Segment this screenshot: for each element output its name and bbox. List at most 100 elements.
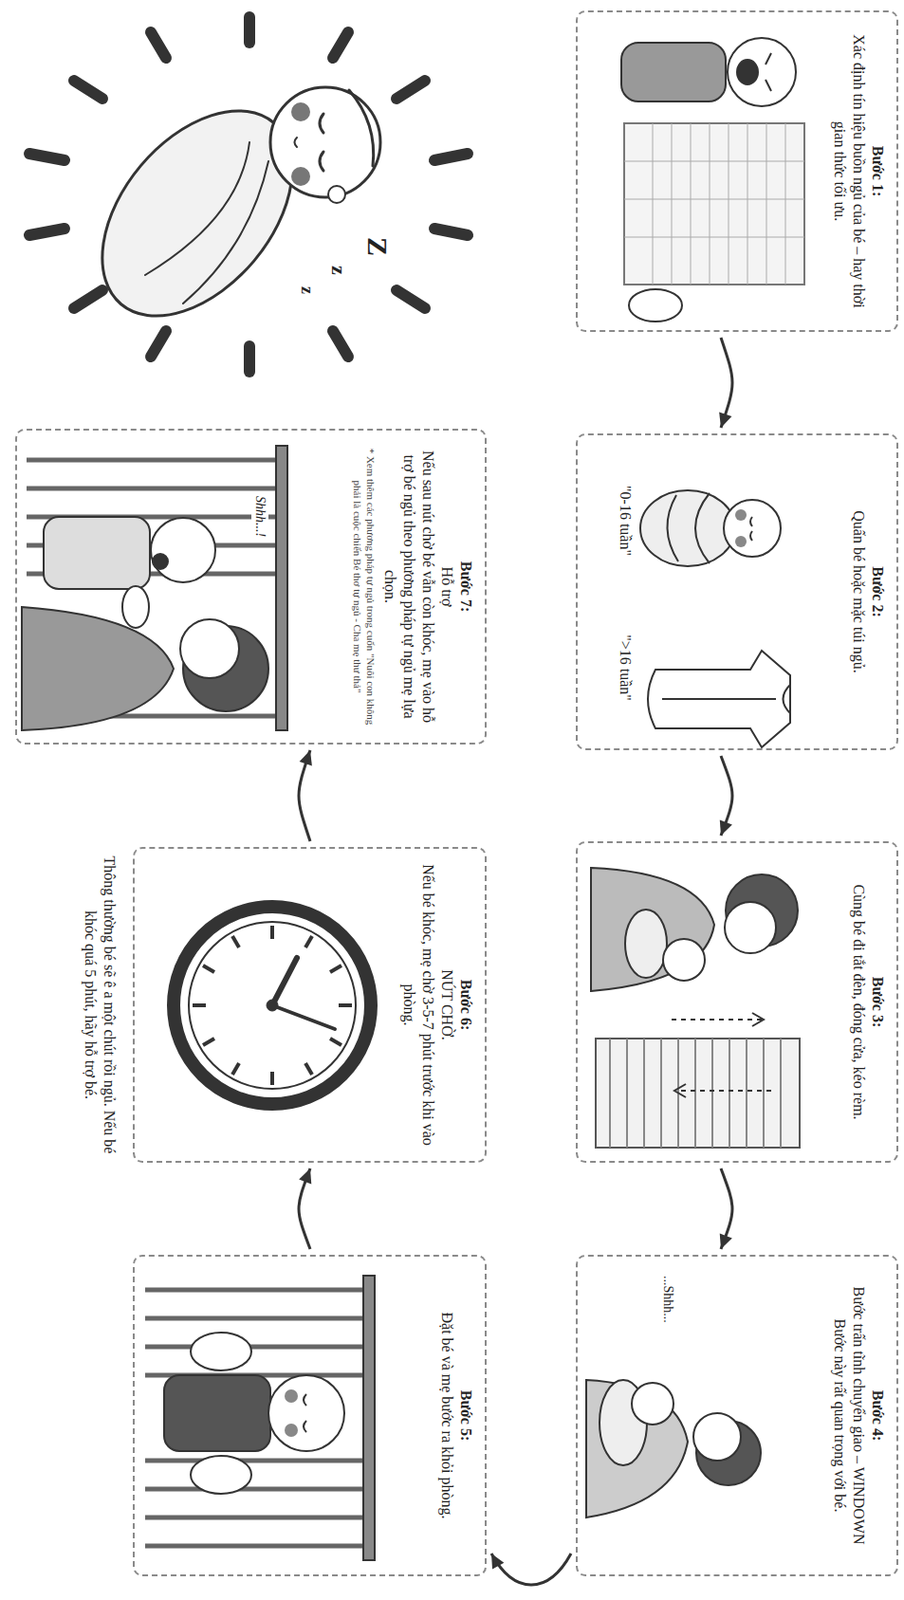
illustration-part: [145, 1458, 364, 1464]
illustration-part: [624, 161, 805, 163]
illustration-part: [150, 32, 167, 58]
sleep-z: z: [326, 265, 353, 276]
illustration-part: [270, 925, 275, 940]
footnote: * Xem thêm các phương pháp tự ngủ trong …: [350, 443, 378, 730]
illustration-part: [779, 1038, 782, 1148]
illustration-part: [150, 517, 216, 583]
illustration-part: [330, 965, 342, 973]
flow-arrow: [719, 337, 733, 428]
illustration-part: [150, 331, 167, 357]
illustration-part: [752, 1013, 764, 1027]
step-text: Hỗ trợ: [437, 443, 457, 730]
illustration-part: [396, 290, 425, 309]
illustration-part: [586, 1380, 688, 1518]
illustration-part: [291, 102, 311, 122]
calming-mother: [586, 1380, 761, 1518]
arrow-head: [719, 1233, 733, 1250]
illustration-part: [671, 123, 673, 285]
sleep-z: z: [296, 286, 319, 295]
illustration-part: [745, 1038, 748, 1148]
illustration-part: [183, 161, 269, 304]
illustration-part: [272, 1005, 335, 1030]
illustration-part: [666, 1018, 762, 1021]
illustration-part: [626, 1038, 628, 1148]
sound-label: Shhh...!: [252, 493, 270, 540]
flow-arrow: [491, 1553, 572, 1586]
step-title: Bước 7:: [456, 443, 476, 730]
illustration-part: [631, 1383, 674, 1425]
illustration-part: [145, 1345, 364, 1350]
illustration-part: [266, 999, 278, 1012]
illustration-part: [783, 684, 792, 714]
illustration-part: [305, 1063, 313, 1075]
illustration-part: [674, 1084, 686, 1098]
lights-and-blinds: [590, 867, 800, 1148]
illustration-part: [694, 1038, 697, 1148]
illustration-part: [628, 289, 683, 322]
illustration-part: [145, 1515, 364, 1521]
step-box: Bước 4:Bước trấn tĩnh chuyển giao – WIND…: [575, 1254, 899, 1577]
illustration-part: [73, 80, 103, 99]
illustration-part: [330, 1038, 342, 1046]
arrow-head: [299, 750, 313, 766]
sleeping-baby: [29, 17, 468, 372]
illustration-part: [609, 1038, 781, 1148]
flow-arrow: [719, 1168, 733, 1250]
illustration-part: [608, 1038, 611, 1148]
illustration-part: [295, 137, 298, 148]
arrow-head: [298, 1168, 312, 1185]
illustration-part: [647, 650, 791, 748]
illustration-part: [152, 553, 168, 570]
step-text-block: Bước 6:NÚT CHỜ.Nếu bé khóc, mẹ chờ 3-5-7…: [399, 862, 476, 1148]
illustration-part: [728, 123, 730, 285]
step-text-block: Bước 2:Quấn bé hoặc mặc túi ngủ.: [848, 448, 887, 736]
illustration-part: [21, 607, 174, 731]
illustration-part: [190, 1456, 252, 1495]
sound-label: ...Shhh...: [660, 1275, 678, 1324]
illustration-part: [662, 698, 776, 701]
step-text-block: Bước 3:Cùng bé đi tắt đèn, đóng cửa, kéo…: [848, 856, 887, 1148]
illustration-part: [180, 619, 240, 679]
illustration-part: [711, 1038, 714, 1148]
illustration-part: [363, 1275, 375, 1561]
illustration-part: [190, 1332, 252, 1371]
illustration-part: [624, 199, 805, 201]
step-text: Quấn bé hoặc mặc túi ngủ.: [848, 448, 868, 736]
illustration-part: [192, 925, 352, 1086]
illustration-part: [690, 123, 692, 285]
age-label: "0-16 tuần": [615, 463, 635, 578]
illustration-part: [624, 237, 805, 239]
age-label: ">16 tuần": [615, 610, 635, 725]
step-title: Bước 3:: [867, 856, 887, 1148]
illustration-part: [122, 586, 149, 628]
step-box: Bước 6:NÚT CHỜ.Nếu bé khóc, mẹ chờ 3-5-7…: [132, 847, 487, 1163]
step-text: NÚT CHỜ.: [437, 862, 457, 1148]
illustration-part: [332, 331, 349, 357]
illustration-part: [291, 166, 311, 186]
step-text: Bước trấn tĩnh chuyển giao – WINDOWN: [848, 1270, 868, 1562]
step-text-block: Bước 4:Bước trấn tĩnh chuyển giao – WIND…: [830, 1270, 887, 1562]
illustration-part: [727, 37, 796, 107]
illustration-part: [434, 228, 468, 236]
baby-in-crib: [145, 1275, 375, 1561]
illustration-part: [762, 1038, 765, 1148]
illustration-part: [750, 516, 753, 541]
illustration-part: [735, 509, 747, 521]
illustration-part: [666, 493, 710, 564]
illustration-part: [328, 185, 346, 203]
step-title: Bước 5:: [456, 1270, 476, 1562]
illustration-part: [303, 1394, 307, 1433]
step-text-block: Bước 7:Hỗ trợNếu sau nút chờ bé vẫn còn …: [350, 443, 477, 730]
step-title: Bước 4:: [867, 1270, 887, 1562]
illustration-part: [145, 1316, 364, 1322]
illustration-part: [276, 445, 288, 731]
illustration-part: [396, 80, 425, 99]
step-box: Bước 7:Hỗ trợNếu sau nút chờ bé vẫn còn …: [15, 428, 487, 745]
illustration-part: [164, 1375, 271, 1452]
illustration-part: [232, 936, 240, 948]
step-title: Bước 6:: [456, 862, 476, 1148]
note-text: Thông thường bé sẽ ê a một chút rồi ngủ.…: [80, 847, 119, 1163]
illustration-part: [188, 922, 356, 1089]
illustration-part: [595, 1038, 800, 1148]
illustration-part: [785, 123, 787, 285]
